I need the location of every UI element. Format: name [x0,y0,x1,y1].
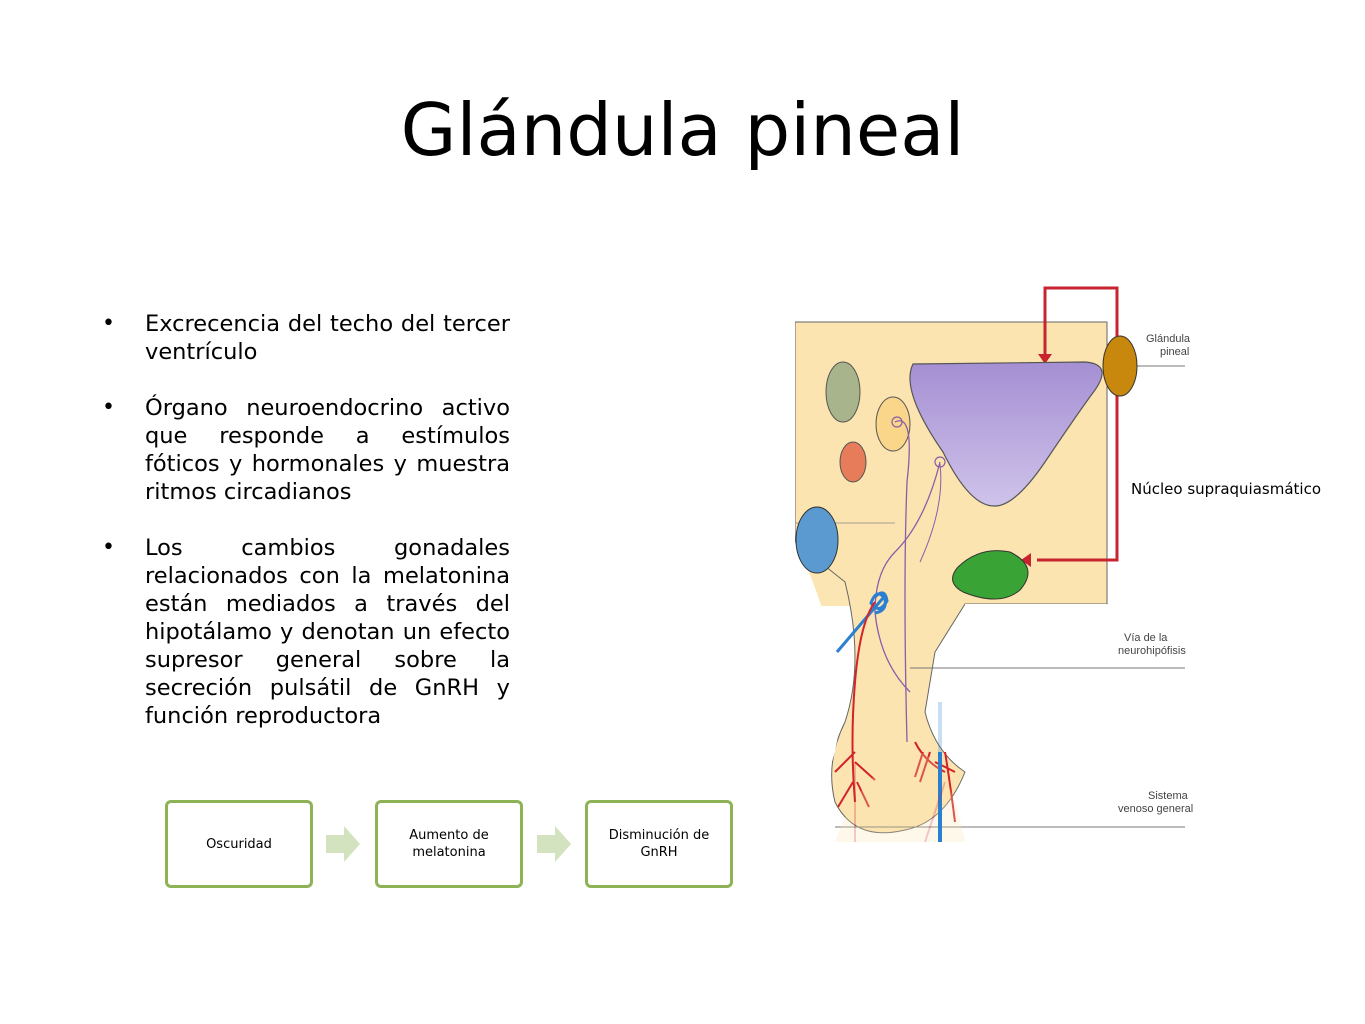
bullet-item: Los cambios gonadales relacionados con l… [102,534,510,730]
flow-box-gnrh: Disminución de GnRH [585,800,733,888]
flow-box-oscuridad: Oscuridad [165,800,313,888]
slide-title: Glándula pineal [400,88,965,172]
bullet-list: Excrecencia del techo del tercer ventríc… [102,310,510,758]
diagram-label-via: Vía de la neurohipófisis [1118,632,1186,657]
diagram-label-sistema: Sistema venoso general [1118,790,1194,815]
bullet-item: Excrecencia del techo del tercer ventríc… [102,310,510,366]
pineal-diagram [795,286,1185,842]
nucleo-label: Núcleo supraquiasmático [1131,480,1321,498]
diagram-reflection [835,702,965,842]
bullet-item: Órgano neuroendocrino activo que respond… [102,394,510,506]
flow-box-melatonina: Aumento de melatonina [375,800,523,888]
diagram-label-pineal: Glándula pineal [1146,333,1191,358]
flow-arrow-icon [537,826,571,862]
flow-arrow-icon [326,826,360,862]
